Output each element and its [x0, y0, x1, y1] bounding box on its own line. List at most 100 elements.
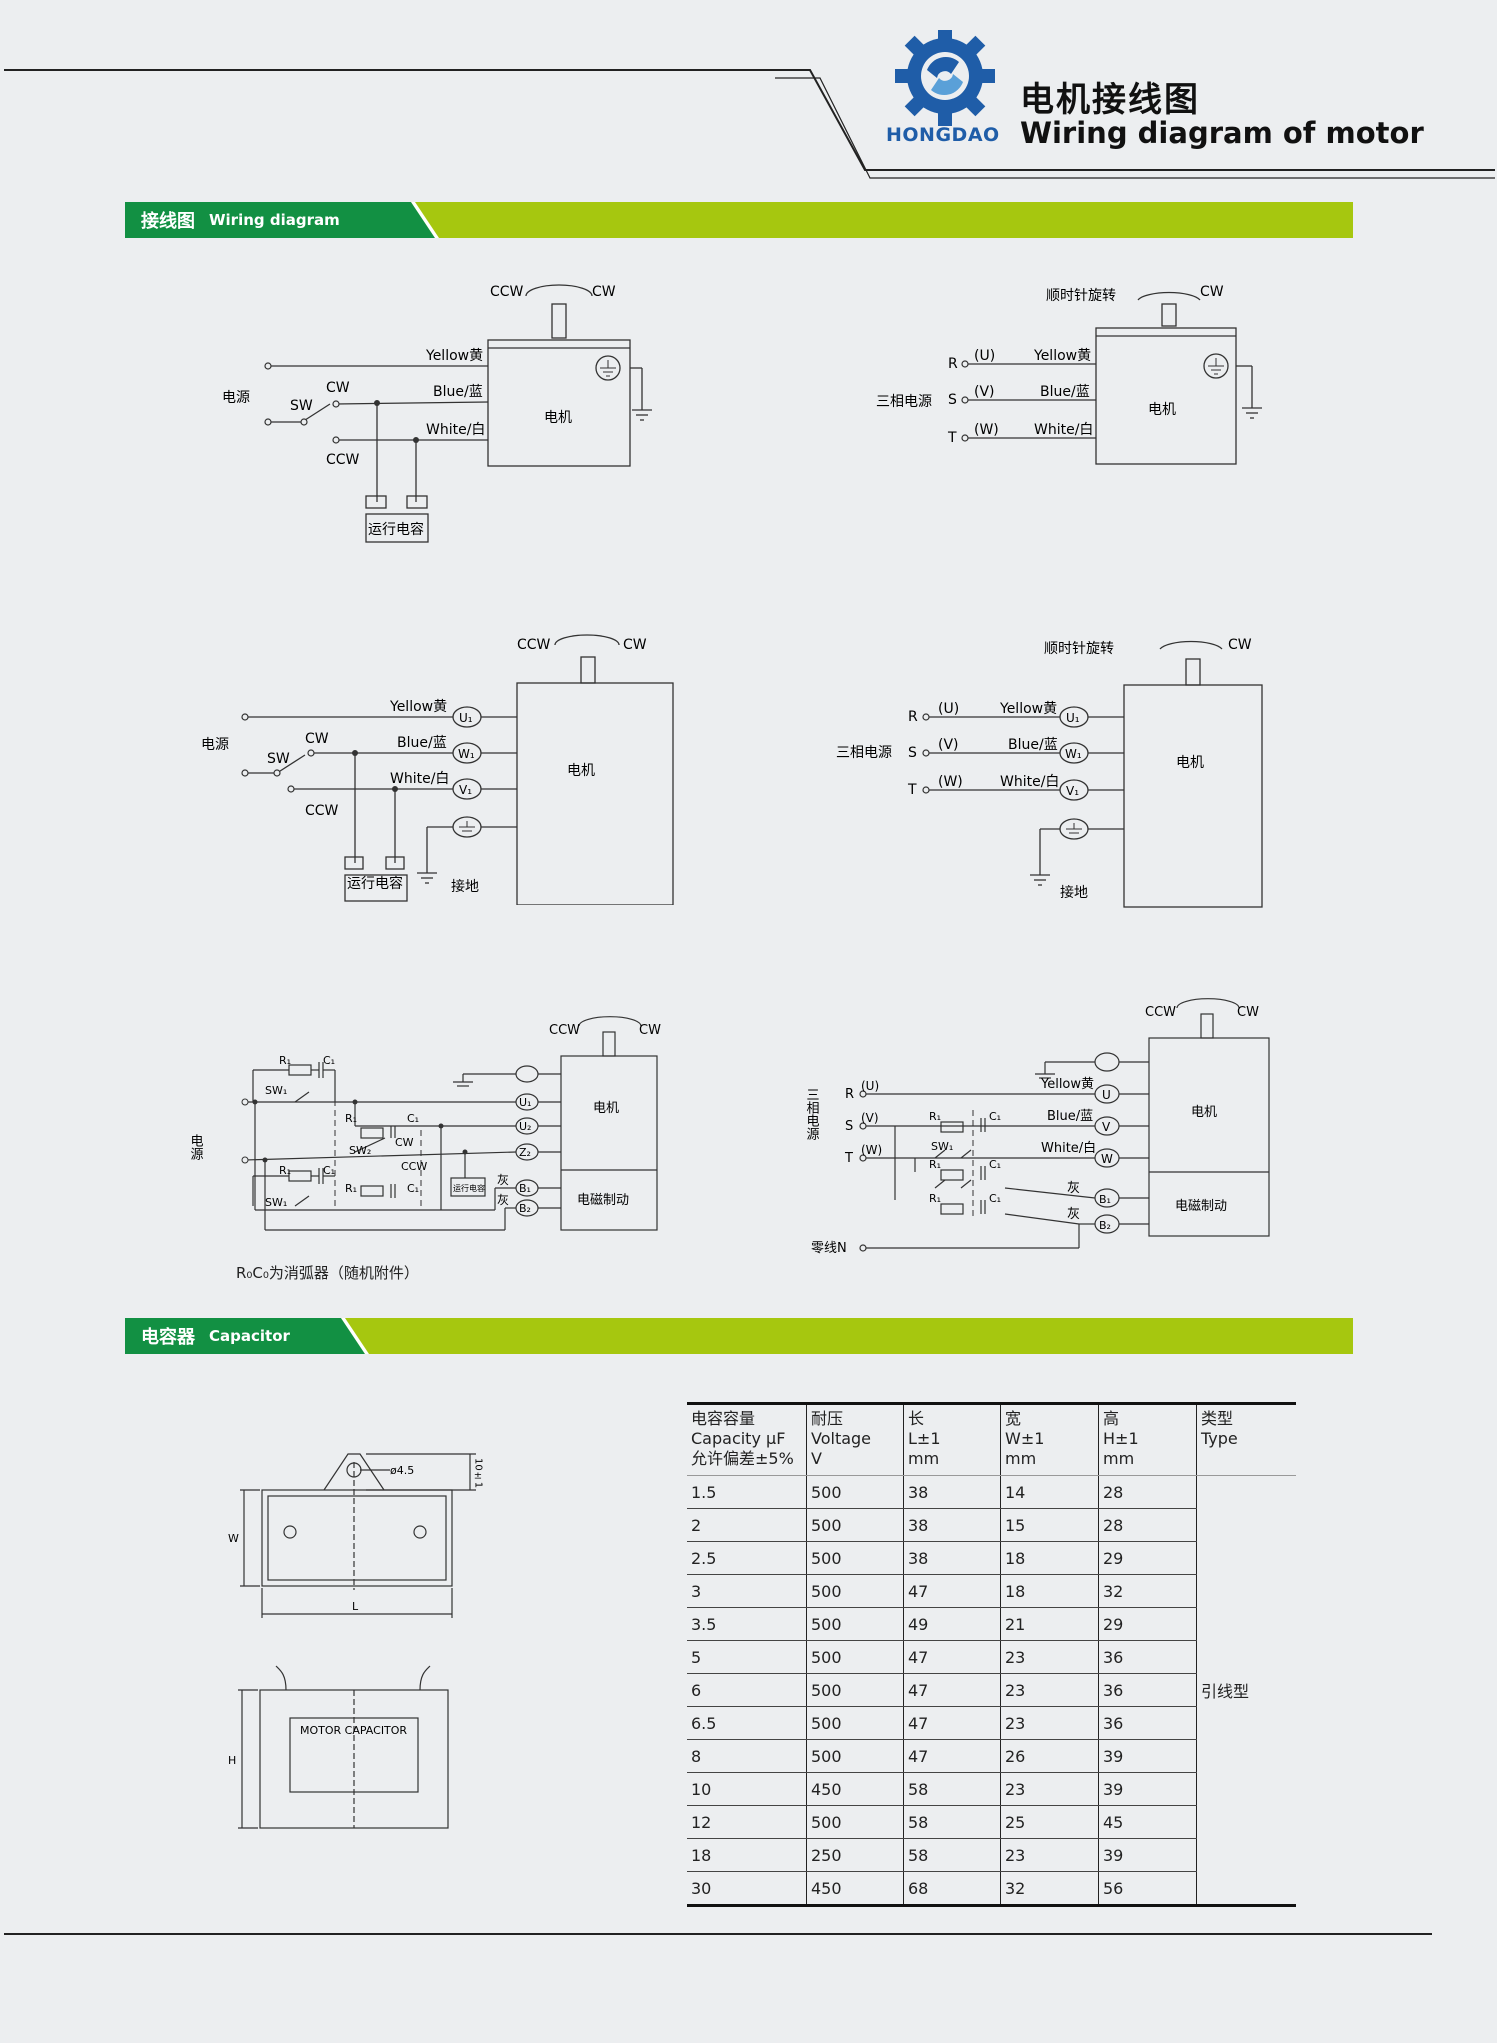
cw-label: CW	[1228, 637, 1252, 653]
logo-text: HONGDAO	[886, 124, 1000, 146]
section-band-capacitor: 电容器 Capacitor	[125, 1318, 1353, 1354]
table-cell: 15	[1000, 1508, 1099, 1542]
cw-small-label: CW	[395, 1136, 414, 1149]
terminal-u1: U₁	[459, 711, 473, 725]
table-cell: 500	[806, 1805, 904, 1839]
wiring-diagram-2: 顺时针旋转 CW 三相电源 R S T (U) (V) (W) Yellow黄 …	[876, 284, 1262, 465]
table-cell: 500	[806, 1541, 904, 1575]
table-cell: 32	[1000, 1871, 1099, 1907]
table-cell: 18	[687, 1838, 807, 1872]
table-cell: 29	[1098, 1607, 1197, 1641]
height-tolerance-label: 10±1	[473, 1458, 484, 1488]
section-tab-capacitor: 电容器 Capacitor	[125, 1318, 335, 1354]
cw-label: CW	[639, 1023, 661, 1038]
power-label-vertical: 电源	[188, 1134, 204, 1160]
table-cell: 29	[1098, 1541, 1197, 1575]
table-cell: 500	[806, 1739, 904, 1773]
r-label: R	[845, 1087, 854, 1102]
terminal-w: W	[1101, 1152, 1113, 1166]
yellow-wire-label: Yellow黄	[425, 347, 483, 364]
wiring-diagram-5: CCW CW 电源 R₁ C₁ SW₁ R₁ C₁ SW₂ CW CCW R₁ …	[188, 1016, 661, 1231]
yellow-wire-label: Yellow黄	[999, 700, 1057, 717]
table-cell: 25	[1000, 1805, 1099, 1839]
table-cell: 38	[903, 1475, 1001, 1509]
section-title-en: Capacitor	[209, 1327, 290, 1345]
table-cell: 38	[903, 1541, 1001, 1575]
power-label: 电源	[222, 390, 250, 406]
clockwise-label: 顺时针旋转	[1044, 641, 1114, 657]
motor-label: 电机	[1148, 402, 1176, 418]
gray-label: 灰	[1067, 1181, 1080, 1196]
terminal-u1: U₁	[1066, 711, 1080, 725]
table-cell: 18	[1000, 1541, 1099, 1575]
arc-suppressor-note: R₀C₀为消弧器（随机附件）	[236, 1264, 419, 1282]
ccw-label: CCW	[1145, 1005, 1176, 1020]
table-cell: 36	[1098, 1673, 1197, 1707]
table-cell: 500	[806, 1508, 904, 1542]
table-cell: 45	[1098, 1805, 1197, 1839]
sw1-label-2: SW₁	[265, 1196, 287, 1209]
table-cell: 39	[1098, 1838, 1197, 1872]
gray-label-2: 灰	[1067, 1207, 1080, 1222]
r1-label: R₁	[929, 1110, 941, 1123]
table-cell: 5	[687, 1640, 807, 1674]
terminal-v1: V₁	[1066, 784, 1079, 798]
blue-wire-label: Blue/蓝	[1047, 1109, 1093, 1124]
r1-label-2: R₁	[345, 1112, 357, 1125]
hole-diameter-label: ø4.5	[390, 1464, 414, 1477]
page-title-cn: 电机接线图	[1020, 80, 1200, 120]
page-title-en: Wiring diagram of motor	[1020, 116, 1424, 150]
table-cell: 47	[903, 1640, 1001, 1674]
table-cell: 500	[806, 1574, 904, 1608]
type-cell: 引线型	[1196, 1475, 1296, 1907]
w-label: (W)	[974, 422, 999, 438]
table-cell: 450	[806, 1871, 904, 1907]
motor-label: 电机	[544, 410, 572, 426]
three-phase-label: 三相电源	[836, 745, 892, 761]
clockwise-label: 顺时针旋转	[1046, 288, 1116, 304]
gear-logo-icon	[895, 30, 995, 126]
section-tab-wiring: 接线图 Wiring diagram	[125, 202, 405, 238]
table-cell: 6.5	[687, 1706, 807, 1740]
brake-label: 电磁制动	[577, 1193, 629, 1208]
ccw-label: CCW	[490, 284, 524, 300]
table-cell: 21	[1000, 1607, 1099, 1641]
section-title-cn: 电容器	[141, 1327, 195, 1348]
table-cell: 58	[903, 1772, 1001, 1806]
table-cell: 30	[687, 1871, 807, 1907]
table-cell: 2.5	[687, 1541, 807, 1575]
r1-label-2: R₁	[929, 1158, 941, 1171]
table-cell: 450	[806, 1772, 904, 1806]
table-cell: 36	[1098, 1640, 1197, 1674]
run-cap-small-label: 运行电容	[453, 1183, 485, 1193]
motor-capacitor-label: MOTOR CAPACITOR	[300, 1724, 407, 1737]
v-label: (V)	[974, 384, 995, 400]
table-cell: 3	[687, 1574, 807, 1608]
table-cell: 36	[1098, 1706, 1197, 1740]
motor-label: 电机	[593, 1101, 619, 1116]
table-cell: 32	[1098, 1574, 1197, 1608]
section-title-en: Wiring diagram	[209, 211, 340, 229]
white-wire-label: White/白	[390, 771, 449, 787]
terminal-b1: B₁	[519, 1182, 531, 1195]
motor-label: 电机	[1191, 1105, 1217, 1120]
run-cap-label: 运行电容	[347, 875, 403, 892]
table-cell: 39	[1098, 1772, 1197, 1806]
section-band-wiring: 接线图 Wiring diagram	[125, 202, 1353, 238]
r-label: R	[948, 356, 958, 372]
table-cell: 26	[1000, 1739, 1099, 1773]
w-label: (W)	[938, 774, 963, 790]
white-wire-label: White/白	[1034, 422, 1093, 438]
table-cell: 500	[806, 1475, 904, 1509]
